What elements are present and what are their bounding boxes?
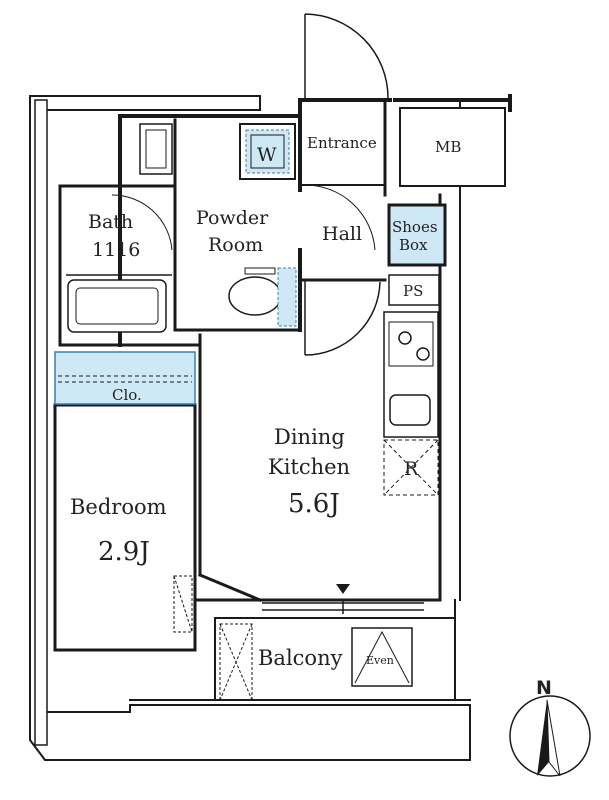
bedroom-label: Bedroom (70, 495, 167, 519)
balcony-window (262, 600, 424, 614)
powder-room: Powder Room (196, 207, 297, 327)
closet-label: Clo. (112, 386, 142, 404)
entrance-door[interactable] (304, 13, 389, 99)
ps-label: PS (403, 282, 423, 300)
closet: Clo. (54, 351, 196, 405)
kitchen-counter (383, 311, 439, 438)
refrigerator-space: R (383, 439, 439, 496)
compass: N (509, 677, 591, 777)
dining-kitchen-label-line2: Kitchen (268, 455, 350, 479)
shoes-box: Shoes Box (387, 203, 447, 267)
washer-label: W (257, 144, 277, 166)
hall: Hall (304, 184, 381, 356)
outer-shell (29, 95, 471, 761)
ps-shaft: PS (388, 274, 440, 306)
entrance-label: Entrance (307, 134, 377, 152)
powder-room-label-line1: Powder (196, 207, 269, 229)
mb-label: MB (435, 138, 461, 156)
bath-label-line2: 1116 (92, 239, 140, 261)
shoes-box-label-line1: Shoes (392, 218, 438, 236)
bath-area: Bath 1116 (66, 123, 173, 333)
walls (53, 94, 512, 701)
balcony: Balcony Even (219, 623, 413, 701)
burner-icon (398, 331, 412, 345)
dining-kitchen-label-line1: Dining (274, 425, 345, 449)
washer: W (239, 123, 296, 180)
bedroom: Bedroom 2.9J (70, 495, 193, 633)
compass-needle-icon (537, 700, 549, 776)
dining-kitchen: Dining Kitchen 5.6J (268, 425, 350, 594)
bedroom-area: 2.9J (98, 537, 150, 567)
refrigerator-label: R (404, 458, 419, 480)
mb-room: MB (399, 107, 506, 187)
compass-north-label: N (536, 677, 552, 699)
powder-room-label-line2: Room (208, 234, 263, 256)
shoes-box-label-line2: Box (399, 236, 428, 254)
sink-icon (389, 394, 431, 426)
balcony-label: Balcony (258, 646, 343, 670)
hall-label: Hall (322, 223, 362, 245)
dining-kitchen-area: 5.6J (288, 489, 340, 519)
entry-arrow-icon (336, 584, 350, 594)
burner-icon (416, 347, 430, 361)
bath-label-line1: Bath (88, 211, 133, 233)
even-label: Even (366, 654, 394, 667)
